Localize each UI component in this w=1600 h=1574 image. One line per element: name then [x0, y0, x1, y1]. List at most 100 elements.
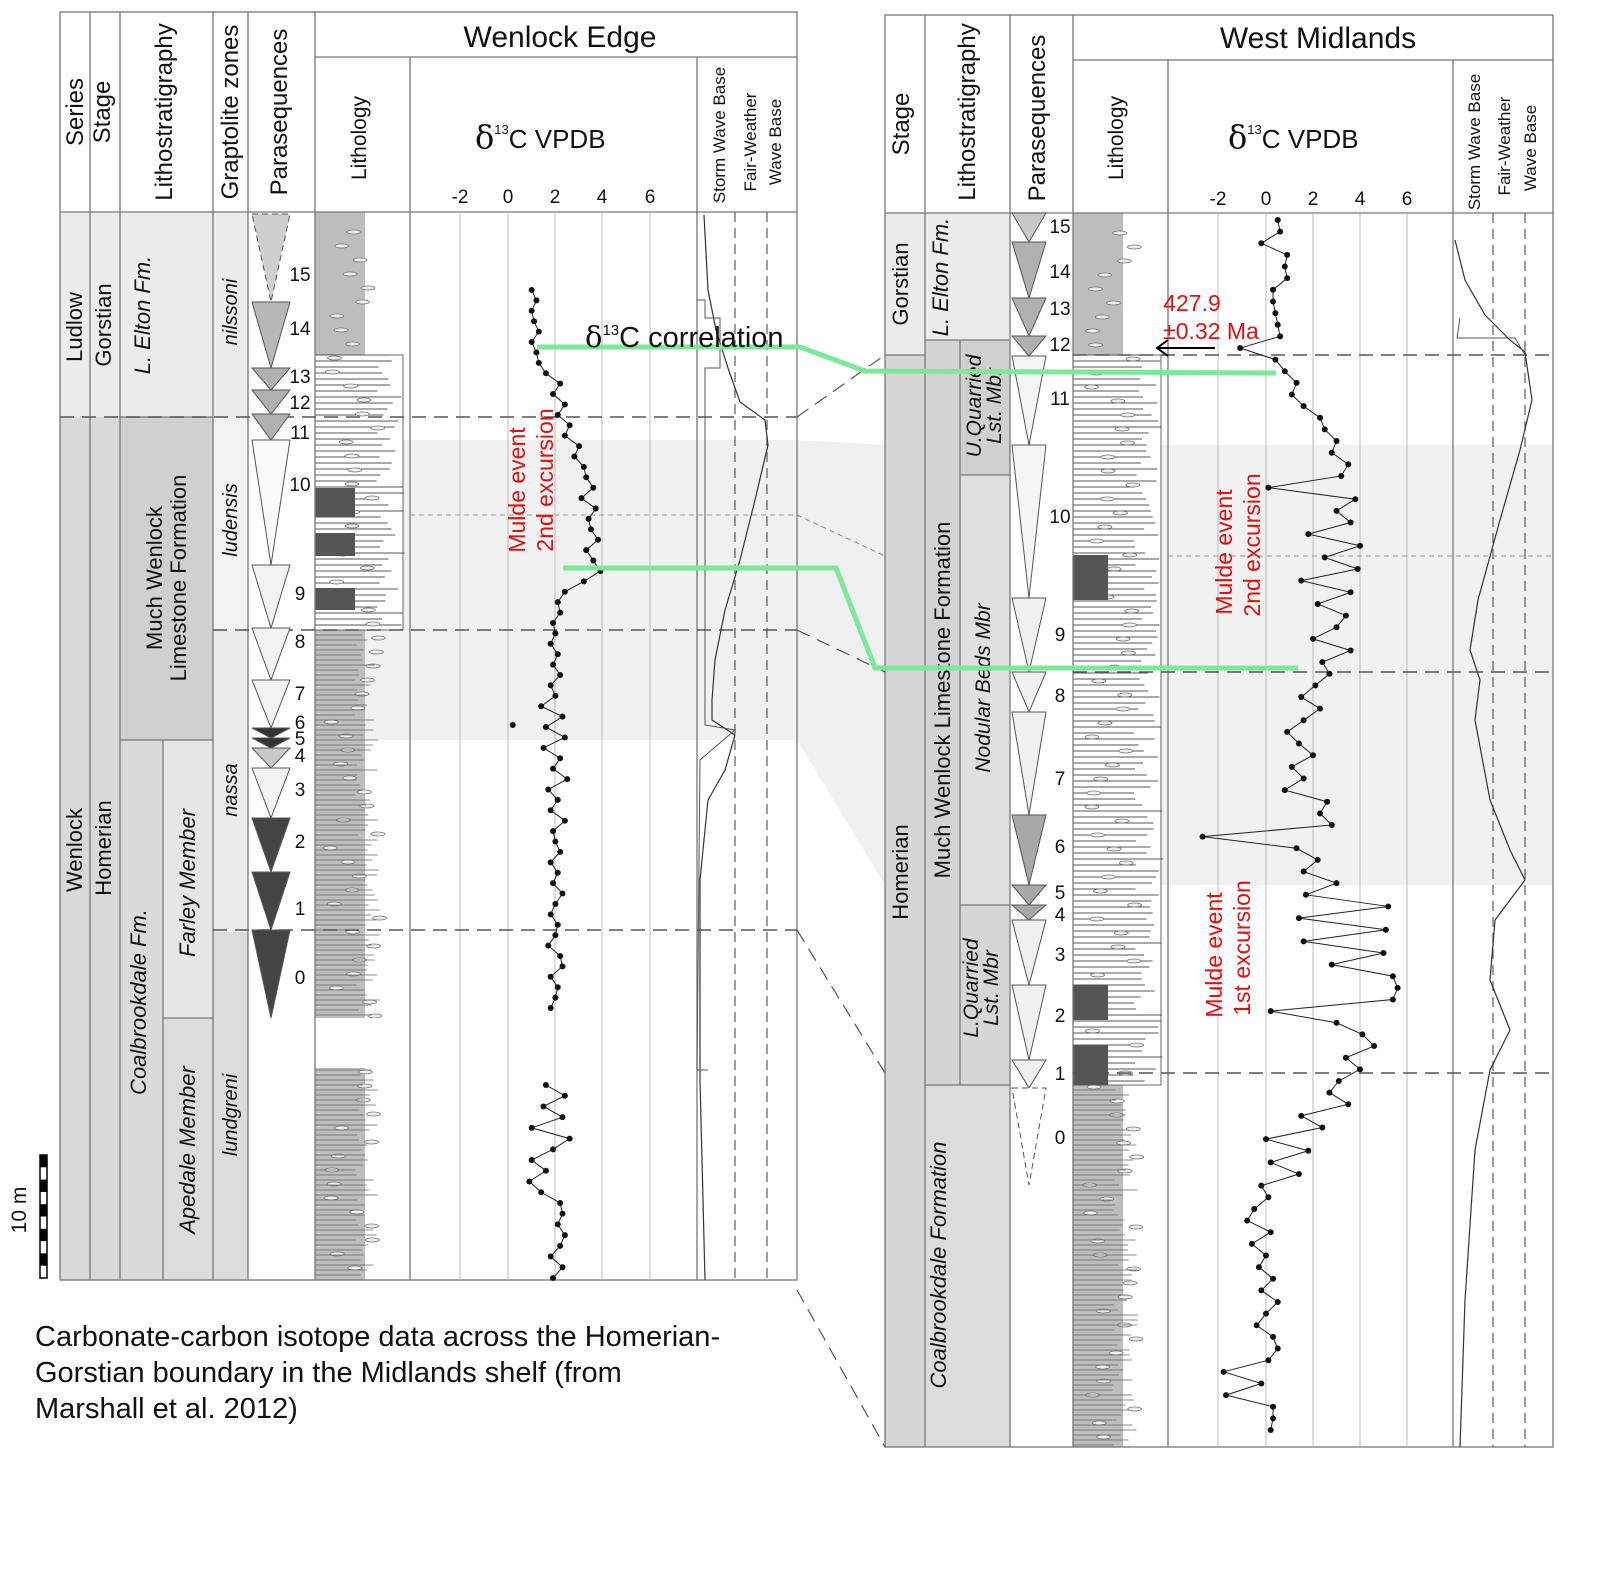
d13c-data-point	[587, 526, 594, 533]
elton-fill	[120, 212, 213, 417]
d13c-data-point	[1345, 461, 1352, 468]
parasequence-number: 14	[289, 319, 311, 340]
d13c-data-point	[1237, 344, 1244, 351]
d13c-data-point	[547, 807, 554, 814]
parasequence-number: 2	[295, 832, 306, 853]
d13c-data-point	[1274, 321, 1281, 328]
parasequence-triangle	[251, 213, 291, 303]
d13c-data-point	[1298, 577, 1305, 584]
parasequence-number: 11	[290, 423, 310, 444]
d13c-data-point	[526, 1178, 533, 1185]
d13c-data-point	[533, 297, 540, 304]
d13c-data-point	[561, 1092, 568, 1099]
header-wave-base: Wave Base	[1521, 105, 1540, 191]
d13c-data-point	[1288, 763, 1295, 770]
d13c-data-point	[540, 1103, 547, 1110]
d13c-data-point	[1317, 705, 1324, 712]
parasequence-triangle	[251, 564, 291, 630]
litho-mwl-1: Much Wenlock	[142, 505, 167, 650]
d13c-data-point	[1263, 1252, 1269, 1259]
caption-line: Carbonate-carbon isotope data across the…	[35, 1321, 720, 1353]
d13c-data-point	[550, 619, 557, 626]
stage-gorstian: Gorstian	[888, 242, 913, 325]
parasequence-triangle	[251, 767, 291, 820]
parasequence-number: 3	[295, 780, 306, 801]
parasequence-triangle	[250, 389, 292, 415]
scale-bar: 10 m	[8, 1154, 48, 1279]
d13c-data-point	[1298, 1112, 1305, 1119]
d13c-data-point	[1310, 635, 1316, 642]
parasequence-number: 9	[295, 584, 306, 605]
left-panel-wenlock-edge: Wenlock Edge Series Stage Lithostratigra…	[59, 11, 798, 1281]
d13c-correlation-line-upper	[537, 344, 1277, 376]
uq-fill	[960, 340, 1010, 475]
parasequence-number: 1	[1055, 1064, 1066, 1085]
axis-tick: 4	[1355, 189, 1366, 210]
d13c-data-point	[1270, 1403, 1277, 1410]
d13c-data-point	[557, 380, 564, 387]
d13c-data-point	[1321, 554, 1328, 561]
d13c-data-point	[1310, 752, 1316, 759]
d13c-data-point	[566, 1135, 573, 1142]
d13c-data-point	[1347, 519, 1354, 526]
d13c-data-point	[554, 599, 561, 606]
parasequence-number: 2	[1055, 1006, 1066, 1027]
d13c-data-point	[1371, 1043, 1378, 1050]
d13c-data-point	[1333, 880, 1340, 887]
d13c-data-point	[1270, 298, 1277, 305]
parasequence-triangles	[1010, 212, 1048, 1186]
d13c-data-point	[1274, 1345, 1281, 1352]
d13c-data-point	[1288, 391, 1295, 398]
d13c-data-point	[1305, 1147, 1312, 1154]
coalbrookdale-fill	[925, 1085, 1010, 1447]
d13c-data-point	[1267, 1427, 1274, 1433]
d13c-data-point	[552, 932, 559, 939]
stage-homerian: Homerian	[888, 824, 913, 919]
connector-band	[797, 440, 885, 885]
d13c-data-point	[1272, 356, 1279, 363]
stage-gorstian: Gorstian	[91, 283, 116, 366]
parasequence-number: 10	[289, 475, 310, 496]
d13c-data-point	[1321, 426, 1328, 433]
parasequence-number: 15	[289, 265, 310, 286]
d13c-data-point	[1277, 228, 1284, 235]
d13c-data-point	[1281, 263, 1288, 270]
d13c-data-point	[1267, 1159, 1274, 1166]
d13c-data-point	[1347, 647, 1354, 654]
d13c-data-point	[1345, 1101, 1352, 1108]
d13c-data-point	[554, 651, 561, 658]
mwl-fill	[120, 417, 213, 740]
d13c-data-point	[1382, 926, 1389, 933]
d13c-data-point	[531, 318, 538, 325]
d13c-data-point	[571, 453, 578, 460]
d13c-data-point	[528, 1124, 535, 1131]
parasequence-triangle	[251, 929, 291, 1019]
header-storm-wave-base: Storm Wave Base	[1465, 74, 1484, 210]
d13c-data-point	[557, 952, 564, 959]
d13c-data-point	[1314, 600, 1321, 607]
parasequence-number: 7	[295, 684, 306, 705]
d13c-data-point	[1335, 1077, 1342, 1084]
parasequence-triangle	[1011, 1087, 1047, 1186]
d13c-data-point	[1284, 275, 1291, 282]
d13c-data-point	[1293, 845, 1300, 852]
header-storm-wave-base: Storm Wave Base	[710, 67, 729, 203]
parasequence-triangle	[1011, 297, 1047, 338]
d13c-data-point	[554, 921, 561, 928]
parasequence-number: 4	[295, 746, 306, 767]
d13c-data-point	[1267, 1229, 1274, 1236]
d13c-data-point	[1251, 1205, 1258, 1212]
parasequence-number: 15	[1049, 217, 1070, 238]
parasequence-number: 0	[1055, 1128, 1066, 1149]
d13c-data-point	[540, 744, 547, 751]
parasequence-number: 5	[1055, 883, 1066, 904]
panel-title: Wenlock Edge	[464, 21, 657, 54]
d13c-data-point	[561, 817, 568, 824]
axis-tick: 0	[503, 187, 514, 208]
zone-nassa: nassa	[220, 763, 242, 816]
parasequence-number: 12	[1049, 335, 1070, 356]
figure-caption: Carbonate-carbon isotope data across the…	[35, 1321, 720, 1425]
d13c-data-point	[1293, 379, 1300, 386]
member-uq-2: Lst. Mbr	[983, 367, 1006, 444]
d13c-data-point	[1394, 984, 1401, 991]
